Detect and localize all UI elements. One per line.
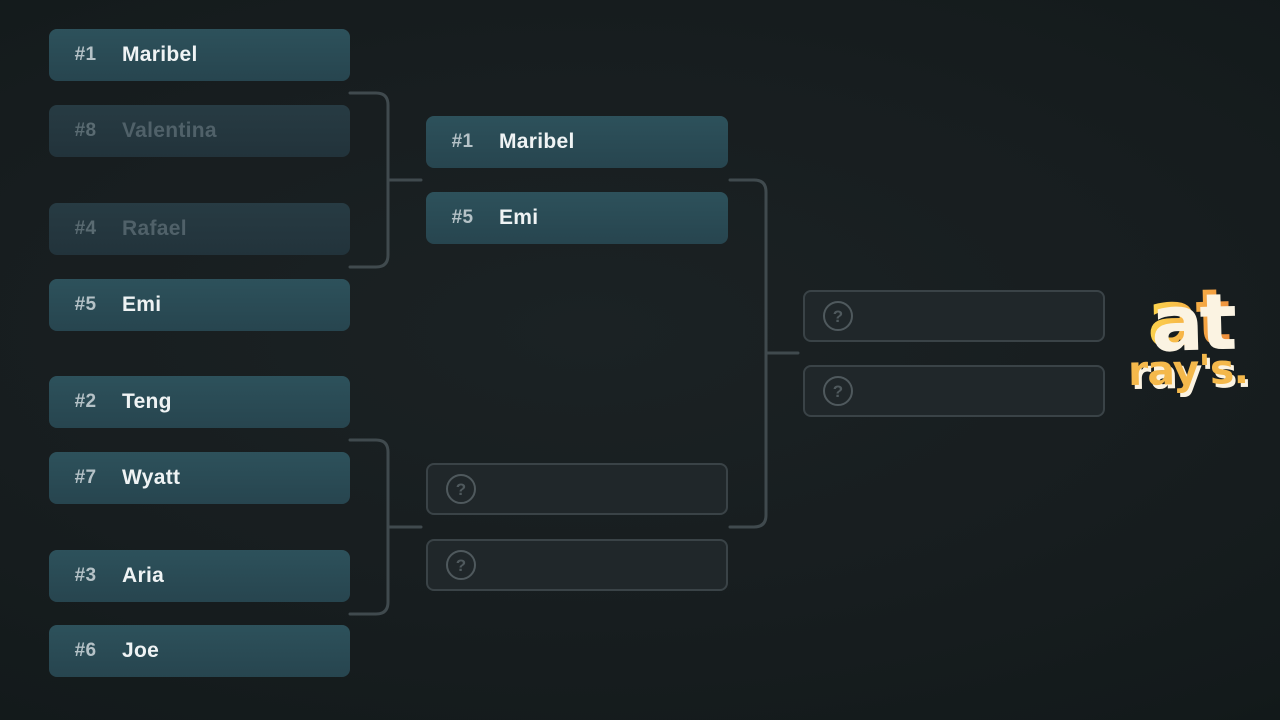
- seed-label: #3: [74, 565, 97, 586]
- atrays-logo: at ray's.: [1122, 273, 1254, 395]
- slot-round1-valentina[interactable]: #8 Valentina: [49, 105, 350, 157]
- connector-match2: [348, 438, 423, 616]
- player-name: Valentina: [122, 119, 217, 142]
- slot-round1-joe[interactable]: #6 Joe: [49, 625, 350, 677]
- player-name: Emi: [499, 206, 539, 229]
- player-name: Maribel: [499, 130, 575, 153]
- player-name: Aria: [122, 564, 165, 587]
- slot-round1-aria[interactable]: #3 Aria: [49, 550, 350, 602]
- connector-match1: [348, 91, 423, 269]
- player-name: Maribel: [122, 43, 198, 66]
- connector-semifinal: [728, 178, 800, 529]
- slot-round2-tbd-1: ?: [426, 463, 728, 515]
- player-name: Emi: [122, 293, 162, 316]
- question-icon: ?: [446, 550, 476, 580]
- slot-round2-maribel[interactable]: #1 Maribel: [426, 116, 728, 168]
- seed-label: #2: [74, 391, 97, 412]
- seed-label: #1: [451, 131, 474, 152]
- player-name: Rafael: [122, 217, 187, 240]
- slot-round2-emi[interactable]: #5 Emi: [426, 192, 728, 244]
- seed-label: #8: [74, 120, 97, 141]
- slot-round1-teng[interactable]: #2 Teng: [49, 376, 350, 428]
- question-icon: ?: [446, 474, 476, 504]
- seed-label: #1: [74, 44, 97, 65]
- slot-round1-maribel[interactable]: #1 Maribel: [49, 29, 350, 81]
- slot-round2-tbd-2: ?: [426, 539, 728, 591]
- player-name: Joe: [122, 639, 160, 662]
- player-name: Wyatt: [122, 466, 181, 489]
- seed-label: #7: [74, 467, 97, 488]
- question-icon: ?: [823, 301, 853, 331]
- logo-word-rays: ray's.: [1127, 344, 1249, 395]
- slot-round1-emi[interactable]: #5 Emi: [49, 279, 350, 331]
- slot-round1-wyatt[interactable]: #7 Wyatt: [49, 452, 350, 504]
- seed-label: #5: [451, 207, 474, 228]
- question-icon: ?: [823, 376, 853, 406]
- seed-label: #4: [74, 218, 97, 239]
- seed-label: #6: [74, 640, 97, 661]
- player-name: Teng: [122, 390, 172, 413]
- seed-label: #5: [74, 294, 97, 315]
- slot-round1-rafael[interactable]: #4 Rafael: [49, 203, 350, 255]
- slot-final-tbd-1: ?: [803, 290, 1105, 342]
- slot-final-tbd-2: ?: [803, 365, 1105, 417]
